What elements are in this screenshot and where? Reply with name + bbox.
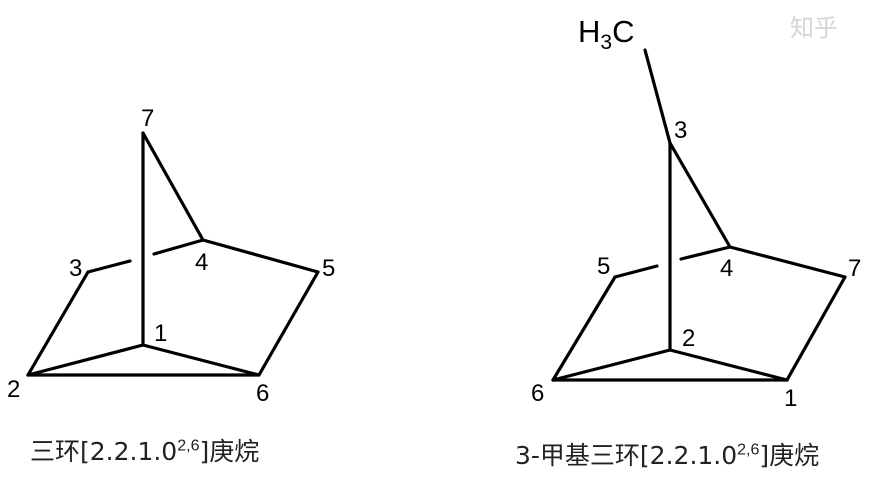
atom-label-4: 4: [195, 249, 208, 276]
atom-label-1: 1: [784, 385, 797, 412]
bond-methyl-3: [643, 48, 672, 145]
methyl-label: H3C: [578, 14, 634, 54]
right-molecule: H3C 3 5 4 7 2 6 1: [531, 14, 861, 412]
bond-3-4a: [86, 259, 132, 274]
bond-6-5: [551, 275, 617, 382]
bond-7-1: [785, 275, 847, 382]
atom-label-5: 5: [322, 255, 335, 282]
atom-label-6: 6: [256, 380, 269, 407]
right-compound-name: 3-甲基三环[2.2.1.02,6]庚烷: [515, 441, 820, 470]
left-compound-name: 三环[2.2.1.02,6]庚烷: [30, 437, 260, 466]
bond-2-6: [551, 348, 672, 382]
atom-label-6: 6: [531, 380, 544, 407]
bond-1-6: [141, 343, 261, 377]
bond-2-1: [668, 348, 789, 382]
atom-label-5: 5: [597, 253, 610, 280]
bond-1-2: [26, 343, 145, 377]
atom-label-2: 2: [7, 376, 20, 403]
bond-7-4: [141, 131, 205, 242]
atom-label-4: 4: [720, 255, 733, 282]
bond-4-5: [201, 238, 320, 274]
bond-5-6: [257, 270, 320, 377]
bond-2-3: [26, 270, 90, 377]
watermark: 知乎: [790, 14, 838, 42]
bond-5-4b: [679, 245, 732, 261]
atom-label-3: 3: [69, 255, 82, 282]
bond-5-4a: [613, 264, 659, 279]
left-molecule: 7 3 4 5 1 2 6: [7, 105, 335, 407]
atom-label-7: 7: [141, 105, 154, 132]
atom-label-7: 7: [848, 255, 861, 282]
bond-4-7: [728, 245, 847, 279]
atom-label-3: 3: [674, 117, 687, 144]
bond-3-4: [668, 141, 732, 249]
atom-label-1: 1: [154, 320, 167, 347]
atom-label-2: 2: [682, 325, 695, 352]
bond-3-4b: [152, 238, 205, 256]
